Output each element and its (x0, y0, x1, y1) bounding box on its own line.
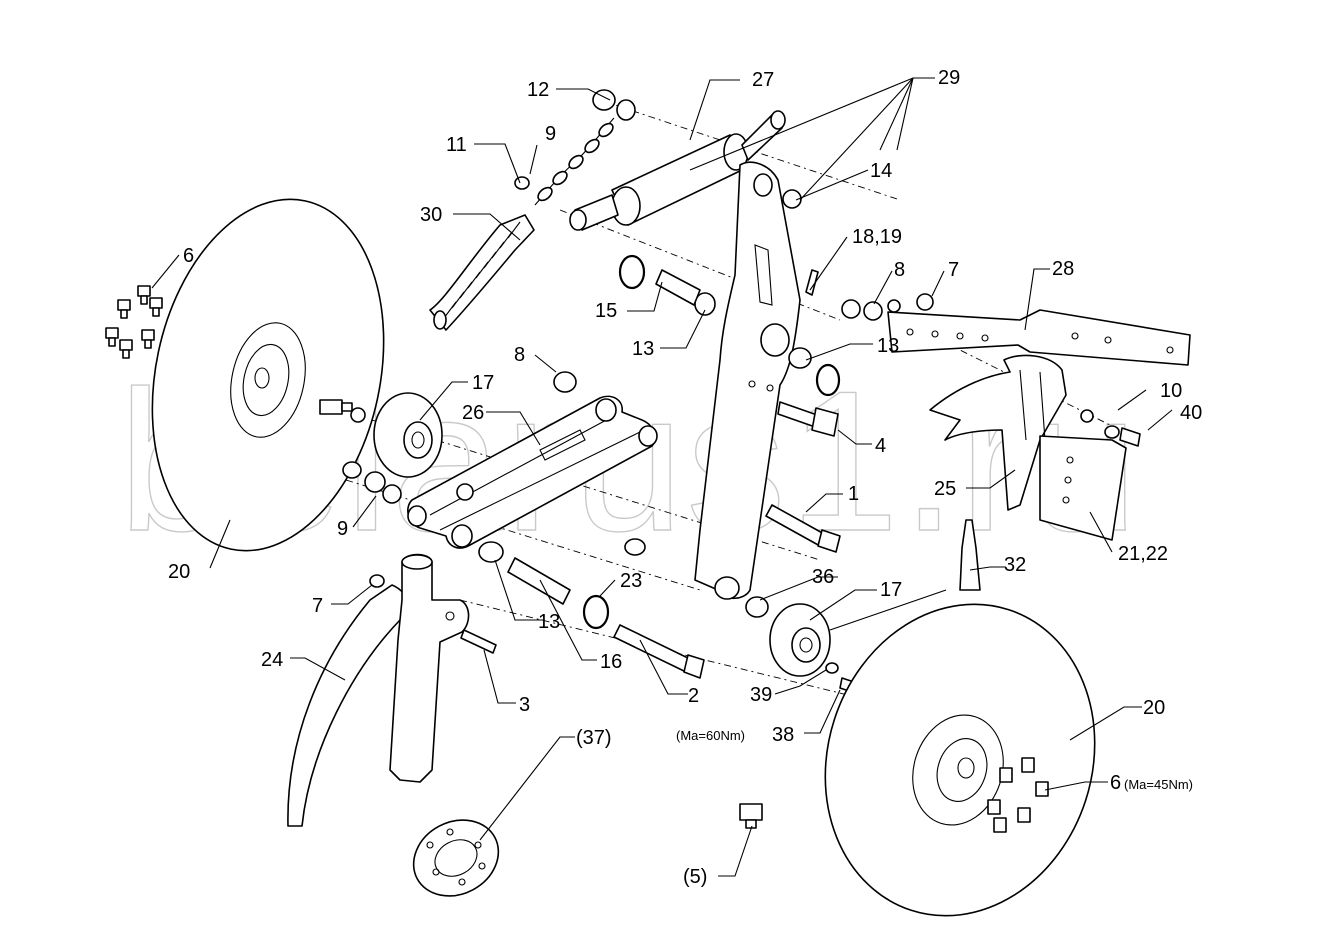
callout-8-left: 8 (514, 344, 525, 366)
flange-plate-37 (412, 819, 500, 897)
callout-30: 30 (420, 204, 442, 226)
callout-9-bottom: 9 (337, 518, 348, 540)
callout-40: 40 (1180, 402, 1202, 424)
bracket-25 (929, 354, 1067, 511)
bearing-hub-right (769, 603, 861, 695)
callout-7-left: 7 (312, 595, 323, 617)
plate-21-22 (1039, 435, 1127, 541)
callout-6-left: 6 (183, 245, 194, 267)
chain-assembly (514, 89, 636, 206)
callout-15: 15 (595, 300, 617, 322)
bolt-1 (765, 504, 841, 553)
bolt-18-19 (805, 269, 819, 296)
disc-bolts-right (987, 757, 1049, 833)
tool-32 (959, 519, 981, 591)
callout-7-right: 7 (948, 259, 959, 281)
callout-18-19: 18,19 (852, 226, 902, 248)
spacers-left (342, 371, 577, 504)
bolt-5 (739, 803, 763, 829)
spring (429, 214, 535, 331)
callout-8-right: 8 (894, 259, 905, 281)
callout-17-right: 17 (880, 579, 902, 601)
callout-28: 28 (1052, 258, 1074, 280)
callout-26: 26 (462, 402, 484, 424)
disc-bolts-left (105, 285, 163, 359)
callout-2: 2 (688, 685, 699, 707)
disc-right (824, 603, 1096, 917)
shaft-27 (569, 110, 786, 231)
disc-left (151, 198, 385, 552)
callout-10: 10 (1160, 380, 1182, 402)
callout-32: 32 (1004, 554, 1026, 576)
bushings (478, 189, 812, 563)
callout-13-bottom: 13 (538, 611, 560, 633)
bolt-4 (777, 401, 839, 437)
callout-27: 27 (752, 69, 774, 91)
callout-13-right: 13 (877, 335, 899, 357)
callout-29: 29 (938, 67, 960, 89)
callout-13-top: 13 (632, 338, 654, 360)
small-fasteners (841, 293, 1141, 447)
link-arm (407, 395, 658, 549)
leader-lines (151, 77, 1173, 877)
callout-24: 24 (261, 649, 283, 671)
callout-37: (37) (576, 727, 612, 749)
callout-14: 14 (870, 160, 892, 182)
callout-4: 4 (875, 435, 886, 457)
callout-39: 39 (750, 684, 772, 706)
callout-11: 11 (446, 134, 467, 156)
callout-38-torque: (Ma=60Nm) (676, 728, 745, 743)
tine-24 (287, 553, 497, 827)
callout-9-top: 9 (545, 123, 556, 145)
callout-17-left: 17 (472, 372, 494, 394)
callout-36: 36 (812, 566, 834, 588)
callout-23: 23 (620, 570, 642, 592)
callout-6-torque: (Ma=45Nm) (1124, 777, 1193, 792)
o-rings (582, 254, 841, 630)
bolt-2 (613, 624, 705, 679)
callout-25: 25 (934, 478, 956, 500)
callout-3: 3 (519, 694, 530, 716)
callout-5: (5) (683, 866, 707, 888)
callout-16: 16 (600, 651, 622, 673)
hub-bolt-left (319, 399, 366, 423)
callout-38: 38 (772, 724, 794, 746)
callout-21-22: 21,22 (1118, 543, 1168, 565)
callout-20-left: 20 (168, 561, 190, 583)
callout-6-right: 6 (1110, 772, 1121, 794)
callout-12: 12 (527, 79, 549, 101)
callout-1: 1 (848, 483, 859, 505)
callout-labels: 12 11 9 30 6 27 29 14 18,19 15 13 13 8 7… (168, 67, 1202, 888)
vertical-arm (694, 161, 801, 600)
pins (507, 269, 701, 605)
callout-20-right: 20 (1143, 697, 1165, 719)
